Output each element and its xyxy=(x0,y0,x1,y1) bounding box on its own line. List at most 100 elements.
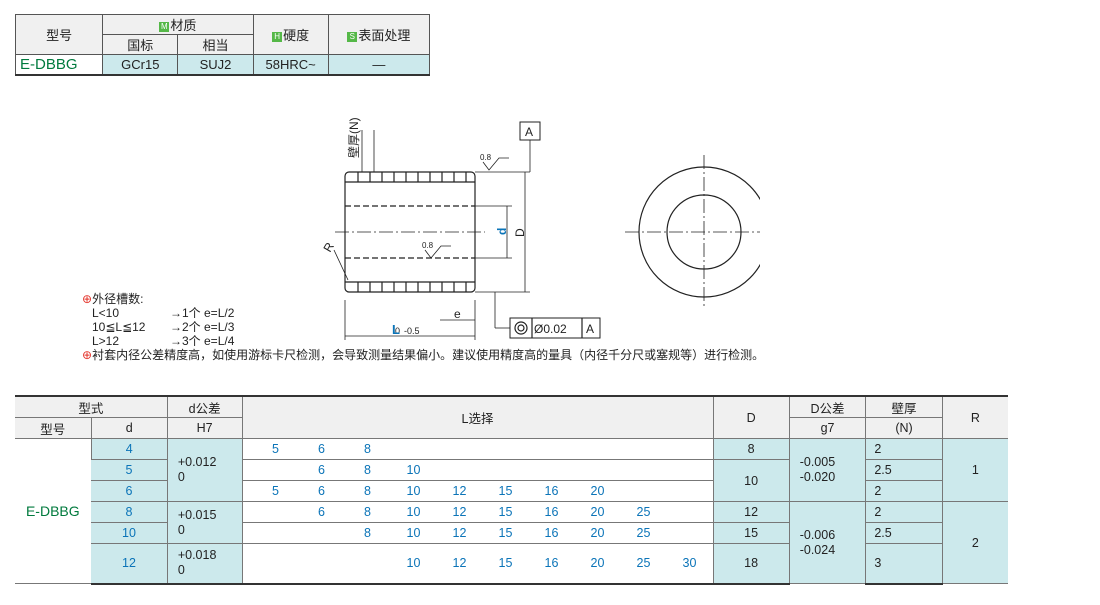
l-option: 8 xyxy=(364,484,371,498)
l-option xyxy=(483,442,529,456)
cell-l-select: 5 6 8 xyxy=(241,438,713,460)
header-R: R xyxy=(941,395,1008,439)
radius-label: R xyxy=(320,240,337,255)
l-option: 6 xyxy=(318,463,325,477)
l-option: 5 xyxy=(272,484,279,498)
cell-D: 12 xyxy=(712,501,790,523)
cell-wall: 2 xyxy=(865,480,943,502)
l-option xyxy=(483,463,529,477)
wall-label: 壁厚(N) xyxy=(346,117,361,158)
l-option: 6 xyxy=(318,505,325,519)
cell-D-tol: -0.005-0.020 xyxy=(788,438,866,502)
l-option: 25 xyxy=(636,526,651,540)
surface-value: — xyxy=(327,54,431,76)
l-option xyxy=(529,463,575,477)
cell-d: 5 xyxy=(91,459,168,481)
l-option xyxy=(391,442,437,456)
warning-icon: ⊕ xyxy=(82,348,93,362)
l-option xyxy=(621,442,667,456)
l-option: 15 xyxy=(498,556,513,571)
l-option xyxy=(575,442,621,456)
l-option xyxy=(575,463,621,477)
surface-badge-icon: S xyxy=(347,32,358,42)
l-option: 6 xyxy=(318,442,325,456)
groove-e-label: e xyxy=(454,307,461,321)
col-model: 型号 xyxy=(14,14,104,55)
cell-wall: 2.5 xyxy=(865,522,943,544)
l-option: 6 xyxy=(318,484,325,498)
header-model: 型号 xyxy=(15,417,92,439)
l-option xyxy=(667,505,713,519)
l-option xyxy=(667,526,713,540)
l-tol-lower: -0.5 xyxy=(404,326,420,336)
l-option: 20 xyxy=(590,526,605,540)
groove-title: ⊕外径槽数: xyxy=(82,292,144,306)
sub-gb: 国标 xyxy=(102,34,179,55)
l-option: 20 xyxy=(590,556,605,571)
roughness-1: 0.8 xyxy=(480,153,492,162)
groove-rule-2: 10≦L≦12→2个 e=L/3 xyxy=(92,320,235,334)
material-equiv: SUJ2 xyxy=(177,54,254,76)
l-option: 8 xyxy=(364,442,371,456)
cell-D: 8 xyxy=(712,438,790,460)
l-option xyxy=(437,463,483,477)
header-d: d xyxy=(90,417,168,439)
warning-icon: ⊕ xyxy=(82,292,93,306)
cell-D: 15 xyxy=(712,522,790,544)
l-option: 20 xyxy=(590,484,605,498)
cell-R: 2 xyxy=(941,501,1008,584)
length-L-label: L xyxy=(392,322,400,337)
bushing-drawing: 壁厚(N) A 0.8 0.8 R d D e 0 L -0.5 Ø0.02 A xyxy=(320,117,760,340)
l-option: 8 xyxy=(364,463,371,477)
roughness-2: 0.8 xyxy=(422,241,434,250)
cell-d: 4 xyxy=(90,438,168,460)
l-option: 5 xyxy=(272,442,279,456)
l-option: 15 xyxy=(498,505,513,519)
cell-wall: 2 xyxy=(865,438,943,460)
l-option xyxy=(253,526,299,540)
l-tol-upper: 0 xyxy=(395,326,400,336)
header-l-select: L选择 xyxy=(241,395,713,439)
l-option xyxy=(253,556,299,570)
cell-d: 8 xyxy=(91,501,168,523)
l-option: 16 xyxy=(544,556,559,571)
bushing-front-view xyxy=(625,155,760,309)
header-d-tol: d公差 xyxy=(166,395,242,418)
row-model: E-DBBG xyxy=(15,438,92,584)
l-option xyxy=(621,463,667,477)
material-model: E-DBBG xyxy=(14,54,104,76)
l-option xyxy=(667,484,713,498)
l-option: 8 xyxy=(364,526,371,540)
datum-a-label: A xyxy=(525,125,533,139)
l-option xyxy=(437,442,483,456)
spec-table: 型式 d公差 L选择 D D公差 壁厚 R 型号 d H7 g7 (N) E-D… xyxy=(15,395,1008,585)
cell-R: 1 xyxy=(941,438,1008,502)
l-option: 10 xyxy=(406,484,421,498)
header-form: 型式 xyxy=(15,395,168,418)
l-option xyxy=(253,463,299,477)
bore-d-label: d xyxy=(495,228,509,235)
hardness-badge-icon: H xyxy=(272,32,283,42)
measurement-warning: ⊕衬套内径公差精度高，如使用游标卡尺检测，会导致测量结果偏小。建议使用精度高的量… xyxy=(82,348,765,362)
l-option xyxy=(299,556,345,570)
header-D-tol: D公差 xyxy=(788,395,866,418)
l-option: 10 xyxy=(406,526,421,540)
material-badge-icon: M xyxy=(159,22,170,32)
l-option: 12 xyxy=(452,526,467,540)
l-option: 30 xyxy=(682,556,697,571)
l-option: 25 xyxy=(636,556,651,571)
header-D-tol-class: g7 xyxy=(788,417,866,439)
material-gb: GCr15 xyxy=(102,54,179,76)
cell-D: 10 xyxy=(712,459,790,502)
